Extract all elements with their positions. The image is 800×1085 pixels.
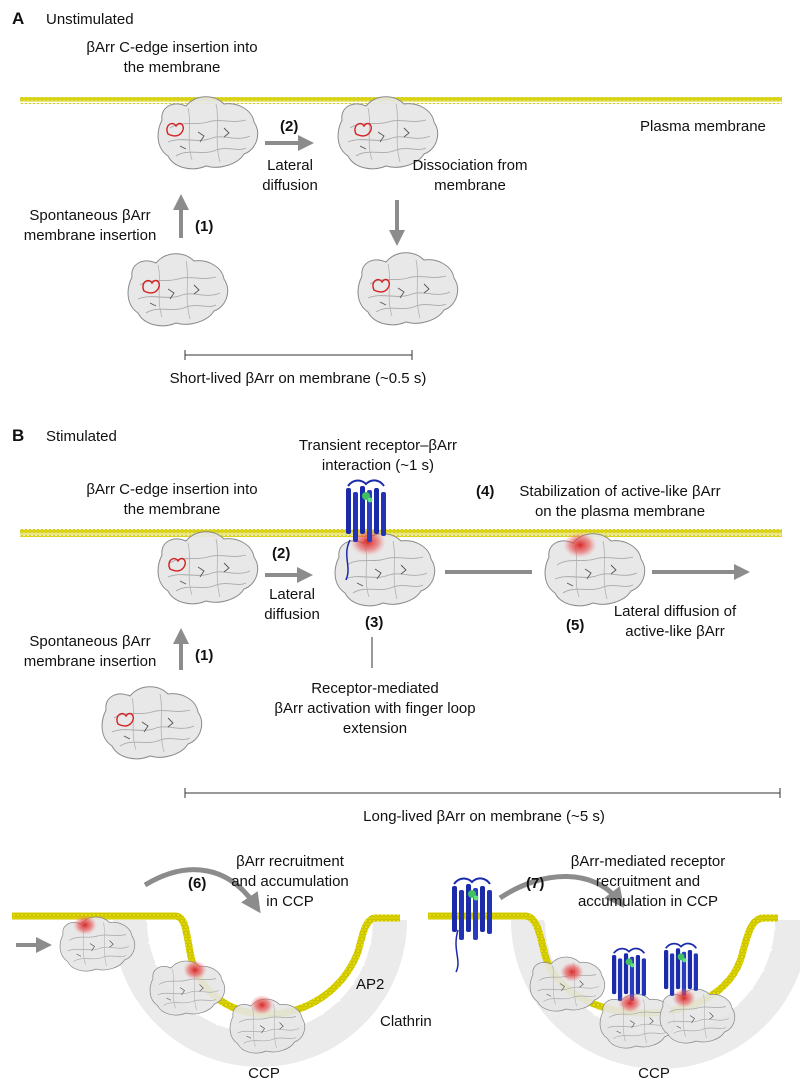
arrestin-b-active (544, 532, 646, 607)
label-recruitment-3: in CCP (266, 893, 314, 910)
label-transient-1: Transient receptor–βArr (299, 437, 457, 454)
step-2-a: (2) (280, 118, 298, 135)
label-lateral-b-1: Lateral (269, 586, 315, 603)
label-cedge-b-1: βArr C-edge insertion into (86, 481, 257, 498)
panel-b-title: Stimulated (46, 428, 117, 445)
label-lateral-b-2: diffusion (264, 606, 320, 623)
step-5: (5) (566, 617, 584, 634)
finger-loop-active (350, 528, 386, 556)
label-receptor-mediated-2: βArr activation with finger loop (274, 700, 475, 717)
label-recruitment-1: βArr recruitment (236, 853, 345, 870)
plasma-membrane-b (20, 528, 782, 537)
label-dissociation-1: Dissociation from (412, 157, 527, 174)
arrestin-b-free (101, 686, 203, 760)
label-cedge-a-2: the membrane (124, 59, 221, 76)
label-receptor-recruitment-2: recruitment and (596, 873, 700, 890)
label-stabilization-2: on the plasma membrane (535, 503, 705, 520)
timespan-long (184, 788, 781, 798)
label-plasma-membrane: Plasma membrane (640, 118, 766, 135)
panel-a: A Unstimulated βArr C-edge insertion int… (12, 9, 782, 387)
panel-c: (6) βArr recruitment and accumulation in… (12, 853, 800, 1082)
step-4: (4) (476, 483, 494, 500)
arrestin-a-inserted-1 (157, 96, 259, 170)
label-lateral-a-1: Lateral (267, 157, 313, 174)
receptor-arrestin-complex (334, 479, 436, 607)
label-long-lived: Long-lived βArr on membrane (~5 s) (363, 808, 605, 825)
ccp-left (12, 867, 407, 1067)
label-short-lived: Short-lived βArr on membrane (~0.5 s) (170, 370, 427, 387)
label-dissociation-2: membrane (434, 177, 506, 194)
panel-a-title: Unstimulated (46, 11, 134, 28)
step-3: (3) (365, 614, 383, 631)
panel-b-letter: B (12, 426, 24, 445)
label-spontaneous-b-1: Spontaneous βArr (29, 633, 150, 650)
label-receptor-mediated-3: extension (343, 720, 407, 737)
label-recruitment-2: and accumulation (231, 873, 349, 890)
label-spontaneous-a-2: membrane insertion (24, 227, 157, 244)
timespan-short (184, 350, 413, 360)
plasma-membrane-a (20, 95, 782, 104)
step-1-b: (1) (195, 647, 213, 664)
label-receptor-recruitment-1: βArr-mediated receptor (571, 853, 726, 870)
label-ccp-right: CCP (638, 1065, 670, 1082)
panel-a-letter: A (12, 9, 24, 28)
step-1-a: (1) (195, 218, 213, 235)
label-spontaneous-b-2: membrane insertion (24, 653, 157, 670)
label-ap2: AP2 (356, 976, 384, 993)
arrestin-b-inserted (157, 531, 259, 605)
label-cedge-b-2: the membrane (124, 501, 221, 518)
label-ccp-left: CCP (248, 1065, 280, 1082)
panel-b: B Stimulated Transient receptor–βArr int… (12, 426, 782, 825)
ccp-right (428, 874, 800, 1069)
label-stabilization-1: Stabilization of active-like βArr (519, 483, 720, 500)
step-7: (7) (526, 875, 544, 892)
label-lateral-active-2: active-like βArr (625, 623, 724, 640)
label-receptor-recruitment-3: accumulation in CCP (578, 893, 718, 910)
arrestin-a-free-2 (357, 252, 459, 326)
label-clathrin: Clathrin (380, 1013, 432, 1030)
label-cedge-a-1: βArr C-edge insertion into (86, 39, 257, 56)
label-lateral-active-1: Lateral diffusion of (614, 603, 737, 620)
arrestin-a-free-1 (127, 253, 229, 327)
label-transient-2: interaction (~1 s) (322, 457, 434, 474)
label-lateral-a-2: diffusion (262, 177, 318, 194)
arrow-receptor-recruitment (498, 874, 625, 908)
label-spontaneous-a-1: Spontaneous βArr (29, 207, 150, 224)
step-2-b: (2) (272, 545, 290, 562)
label-receptor-mediated-1: Receptor-mediated (311, 680, 439, 697)
arrow-recruitment (143, 867, 261, 914)
step-6: (6) (188, 875, 206, 892)
